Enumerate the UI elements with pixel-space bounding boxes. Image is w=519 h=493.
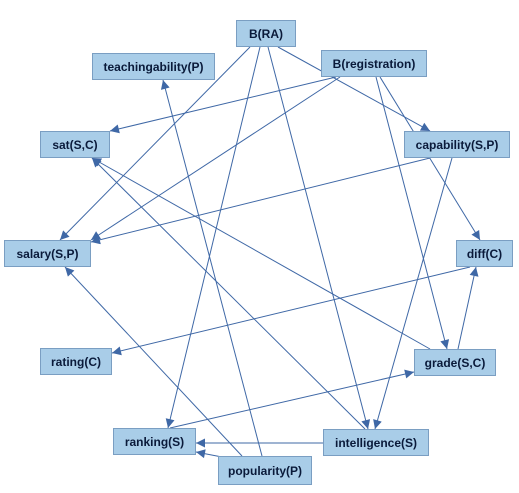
node-sat[interactable]: sat(S,C) — [40, 131, 110, 158]
edge-popularity-to-teachingability — [160, 79, 263, 457]
node-diff[interactable]: diff(C) — [456, 240, 513, 267]
edge-intelligence-to-sat — [91, 157, 366, 430]
node-ranking[interactable]: ranking(S) — [113, 428, 196, 455]
edge-capability-to-salary — [90, 157, 431, 245]
node-grade[interactable]: grade(S,C) — [414, 349, 496, 376]
node-capability[interactable]: capability(S,P) — [404, 131, 510, 158]
edge-grade-to-sat — [91, 157, 431, 350]
edge-ranking-to-grade — [169, 369, 415, 429]
edge-b-registration-to-grade — [375, 76, 450, 350]
edge-diff-to-rating — [111, 266, 471, 356]
edge-capability-to-intelligence — [373, 157, 453, 430]
node-intelligence[interactable]: intelligence(S) — [323, 429, 429, 456]
node-b-registration[interactable]: B(registration) — [321, 50, 427, 77]
edge-b-ra-to-ranking — [165, 46, 261, 429]
edge-grade-to-diff — [457, 266, 479, 350]
edge-popularity-to-salary — [64, 266, 243, 457]
node-teachingability[interactable]: teachingability(P) — [92, 53, 215, 80]
node-rating[interactable]: rating(C) — [40, 348, 112, 375]
edge-b-ra-to-salary — [59, 46, 251, 241]
edge-b-registration-to-sat — [109, 76, 337, 134]
node-b-ra[interactable]: B(RA) — [236, 20, 296, 47]
edge-b-ra-to-intelligence — [267, 46, 371, 430]
node-salary[interactable]: salary(S,P) — [4, 240, 91, 267]
edge-b-registration-to-salary — [90, 76, 341, 241]
node-popularity[interactable]: popularity(P) — [218, 456, 312, 485]
